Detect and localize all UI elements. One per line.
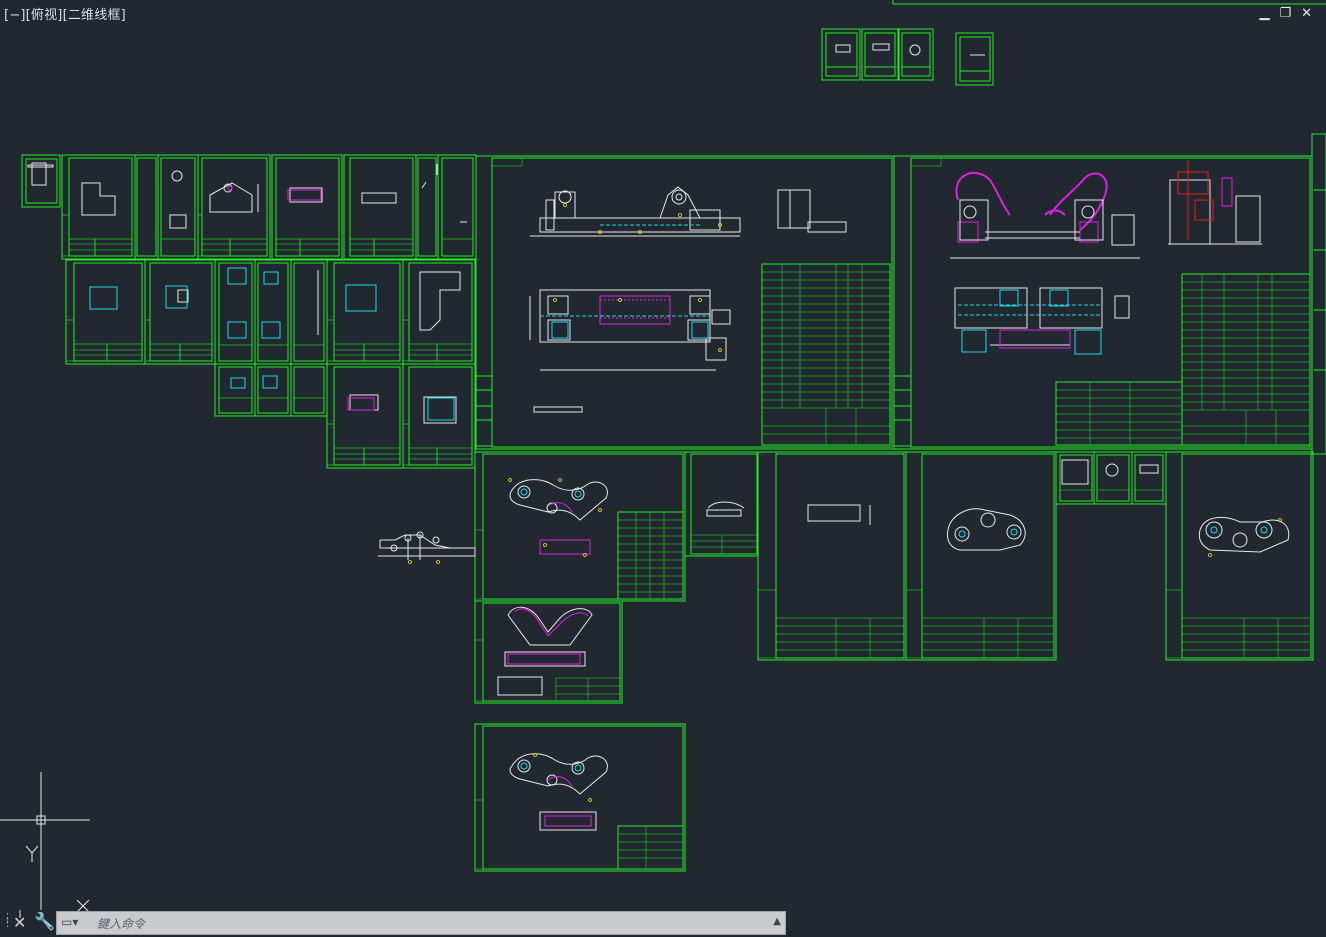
wrench-icon[interactable]: 🔧: [34, 912, 56, 932]
part-sheets-middle-row[interactable]: [474, 451, 1314, 872]
command-input[interactable]: [95, 914, 739, 934]
command-prompt-icon[interactable]: ▭▾: [61, 915, 79, 929]
part-sheets-left-group[interactable]: [21, 154, 477, 469]
chevron-up-icon[interactable]: ▲: [773, 916, 781, 927]
drag-handle-icon[interactable]: ⋮⋮: [2, 911, 13, 929]
assembly-geometry-2: [950, 160, 1262, 355]
minimize-button[interactable]: ▁: [1259, 6, 1270, 21]
part-geometry-middle: [378, 459, 1290, 831]
top-sheet-edge: [892, 0, 1326, 5]
viewport-controls-label[interactable]: [−][俯视][二维线框]: [4, 8, 126, 23]
ucs-axis-icon: [0, 772, 90, 918]
small-part-sheets-top[interactable]: [821, 28, 994, 86]
command-input-container: ▭▾ ▲: [56, 911, 786, 935]
assembly-geometry-1: [529, 186, 847, 413]
close-button[interactable]: ✕: [1301, 6, 1312, 21]
command-line-bar: ⋮⋮ ✕ 🔧 ▭▾ ▲: [0, 909, 786, 936]
restore-button[interactable]: ❐: [1279, 6, 1292, 21]
close-icon[interactable]: ✕: [13, 913, 27, 932]
part-geometry-left: [27, 162, 467, 424]
partial-sheet-right-edge[interactable]: [1311, 133, 1326, 455]
viewport-window-controls: ▁ ❐ ✕: [1259, 7, 1312, 21]
assembly-sheet-frame-2[interactable]: [893, 155, 1313, 450]
